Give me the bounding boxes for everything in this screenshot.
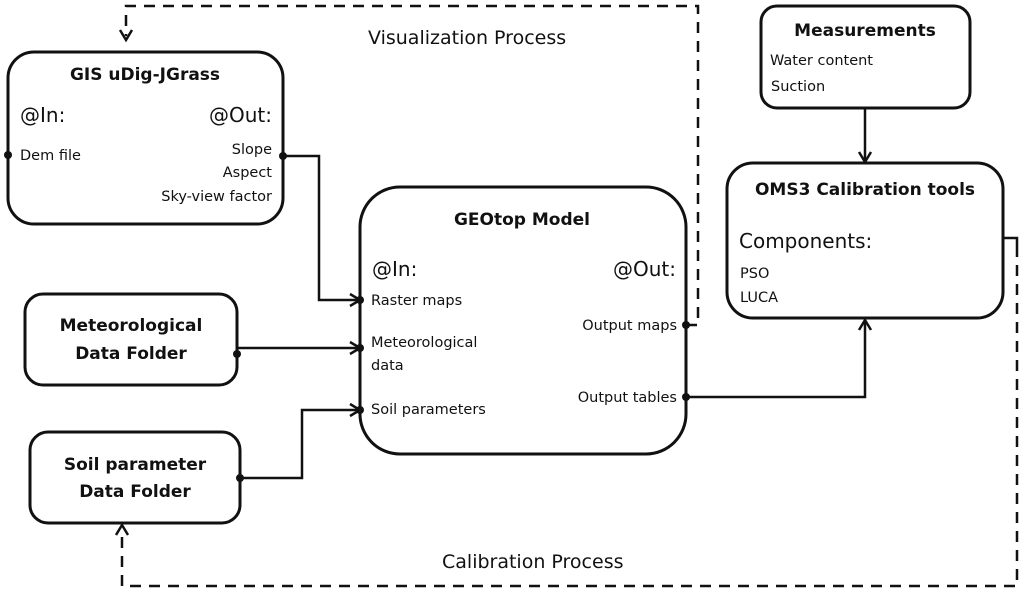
measurements-box: Measurements Water content Suction bbox=[759, 4, 972, 110]
calibration-process-label: Calibration Process bbox=[442, 551, 624, 573]
geotop-output-tables: Output tables bbox=[578, 390, 677, 406]
geotop-input-raster-maps: Raster maps bbox=[371, 293, 462, 309]
measurements-title: Measurements bbox=[794, 21, 936, 41]
visualization-arrowhead-icon bbox=[118, 29, 134, 43]
meteo-folder-title-line2: Data Folder bbox=[75, 344, 187, 364]
soil-folder-title-line1: Soil parameter bbox=[64, 455, 207, 475]
geotop-input-meteorological: Meteorological bbox=[371, 335, 477, 351]
soil-folder-title-line2: Data Folder bbox=[79, 482, 191, 502]
gis-title: GIS uDig-JGrass bbox=[70, 65, 220, 85]
geotop-title: GEOtop Model bbox=[454, 210, 590, 230]
soil-folder-to-geotop-connector bbox=[240, 408, 358, 480]
geotop-out-header: @Out: bbox=[613, 257, 676, 281]
meteorological-data-folder-box: Meteorological Data Folder bbox=[23, 292, 241, 387]
geotop-input-data: data bbox=[371, 358, 404, 374]
gis-output-sky-view-factor: Sky-view factor bbox=[161, 189, 272, 205]
meteo-folder-title-line1: Meteorological bbox=[60, 316, 203, 336]
geotop-model-box: GEOtop Model @In: @Out: Raster maps Mete… bbox=[356, 185, 690, 456]
output-tables-to-oms3-connector bbox=[686, 322, 867, 399]
measurements-item-suction: Suction bbox=[771, 79, 825, 95]
oms3-components-header: Components: bbox=[739, 229, 872, 253]
soil-parameter-data-folder-box: Soil parameter Data Folder bbox=[28, 430, 244, 525]
oms3-calibration-exit-connector bbox=[1003, 236, 1019, 246]
geotop-input-soil-parameters: Soil parameters bbox=[371, 402, 486, 418]
meteo-folder-output-port bbox=[233, 350, 241, 358]
measurements-item-water-content: Water content bbox=[770, 53, 873, 69]
gis-to-raster-maps-connector bbox=[283, 154, 358, 302]
geotop-port-raster-maps bbox=[356, 296, 364, 304]
geotop-output-maps: Output maps bbox=[582, 318, 677, 334]
visualization-process-label: Visualization Process bbox=[368, 27, 566, 49]
oms3-component-pso: PSO bbox=[740, 266, 769, 282]
calibration-arrowhead-icon bbox=[114, 522, 130, 536]
geotop-port-soil-parameters bbox=[356, 406, 364, 414]
gis-input-port bbox=[4, 151, 12, 159]
oms3-component-luca: LUCA bbox=[740, 290, 778, 306]
gis-input-dem-file: Dem file bbox=[20, 148, 81, 164]
oms3-calibration-tools-box: OMS3 Calibration tools Components: PSO L… bbox=[725, 161, 1005, 320]
gis-udig-jgrass-box: GIS uDig-JGrass @In: @Out: Dem file Slop… bbox=[4, 50, 287, 226]
geotop-in-header: @In: bbox=[372, 257, 417, 281]
geotop-port-output-maps bbox=[682, 321, 690, 329]
gis-out-header: @Out: bbox=[209, 103, 272, 127]
gis-in-header: @In: bbox=[20, 103, 65, 127]
gis-output-aspect: Aspect bbox=[223, 165, 273, 181]
oms3-input-arrowhead-icon bbox=[857, 317, 873, 331]
geotop-port-meteorological-data bbox=[356, 344, 364, 352]
calibration-loop-connector bbox=[120, 246, 1019, 588]
visualization-loop-connector bbox=[124, 4, 700, 327]
gis-output-slope: Slope bbox=[232, 142, 272, 158]
oms3-title: OMS3 Calibration tools bbox=[755, 180, 975, 200]
